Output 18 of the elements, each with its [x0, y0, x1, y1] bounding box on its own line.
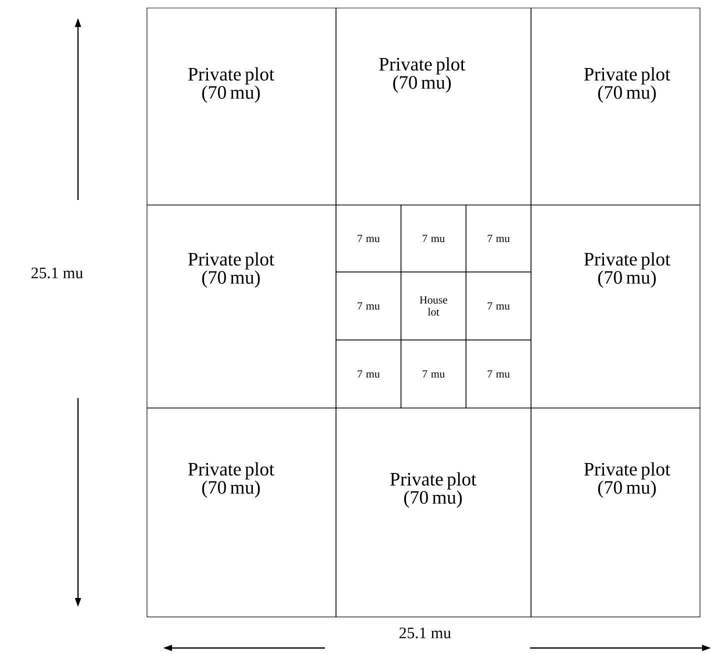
small-plot-box: 7 mu	[466, 272, 532, 340]
plot-box: Private plot (70 mu)	[336, 408, 532, 618]
plot-box: Private plot (70 mu)	[146, 8, 336, 206]
small-plot-box: 7 mu	[336, 204, 402, 272]
plot-box: Private plot (70 mu)	[336, 8, 532, 206]
plot-box: Private plot (70 mu)	[146, 408, 336, 618]
small-plot-box: 7 mu	[466, 340, 532, 408]
small-plot-box: 7 mu	[400, 340, 466, 408]
small-plot-box: 7 mu	[400, 204, 466, 272]
plot-box: Private plot (70 mu)	[530, 8, 700, 206]
plot-box: Private plot (70 mu)	[146, 204, 336, 408]
small-plot-box: House lot	[400, 272, 466, 340]
small-plot-box: 7 mu	[336, 340, 402, 408]
small-plot-box: 7 mu	[336, 272, 402, 340]
small-plot-box: 7 mu	[466, 204, 532, 272]
dimension-label: 25.1 mu	[32, 268, 83, 278]
plot-box: Private plot (70 mu)	[530, 204, 700, 408]
plot-box: Private plot (70 mu)	[530, 408, 700, 618]
